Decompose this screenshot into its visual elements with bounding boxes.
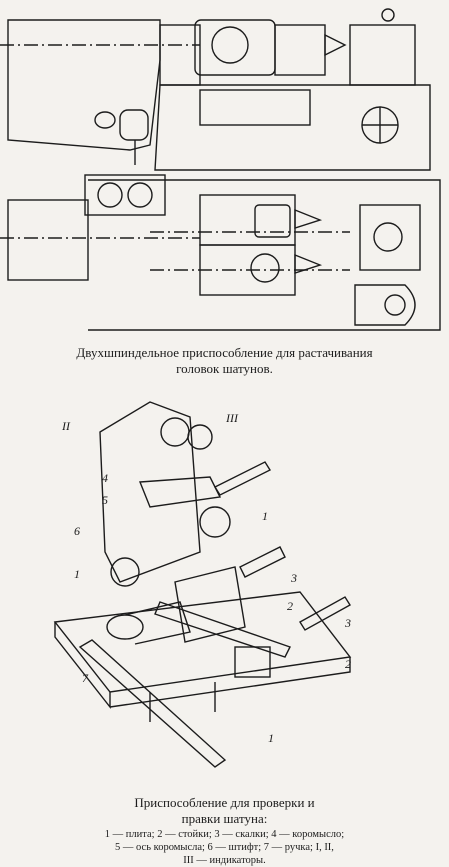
label-4: 4 <box>102 471 108 485</box>
rod-clamp <box>234 646 271 678</box>
belt-drive <box>84 174 166 216</box>
label-1-left: 1 <box>74 567 80 581</box>
label-7: 7 <box>82 671 89 685</box>
workpiece-fixture <box>359 204 421 271</box>
figure-1-caption-line1: Двухшпиндельное приспособление для раста… <box>76 345 373 360</box>
upper-tool <box>294 208 323 229</box>
stand-column <box>174 566 246 643</box>
label-3-bottom: 3 <box>344 616 351 630</box>
base-plate <box>53 591 352 693</box>
figure-1-caption: Двухшпиндельное приспособление для раста… <box>0 345 449 377</box>
figure-1-caption-line2: головок шатунов. <box>176 361 273 376</box>
label-1-right: 1 <box>262 509 268 523</box>
figure-1-drawing <box>0 0 449 340</box>
label-2-top: 2 <box>287 599 293 613</box>
fixture-bracket <box>354 284 416 326</box>
label-6: 6 <box>74 524 80 538</box>
rocker-arm <box>138 476 222 508</box>
side-view-base <box>7 19 161 151</box>
spindle-gear-box <box>274 24 326 76</box>
label-1-bottom: 1 <box>268 731 274 745</box>
legend-line-2: 5 — ось коромысла; 6 — штифт; 7 — ручка;… <box>115 842 334 853</box>
figure-2-drawing: II III 4 5 6 1 1 3 2 3 2 7 1 <box>0 392 449 784</box>
spindle-housing <box>159 24 201 86</box>
label-5: 5 <box>102 493 108 507</box>
figure-2-legend: 1 — плита; 2 — стойки; 3 — скалки; 4 — к… <box>20 828 429 867</box>
motor-housing <box>199 89 311 126</box>
plan-view-frame <box>88 179 441 331</box>
lower-screw-handle <box>299 596 351 631</box>
figure-2-svg: II III 4 5 6 1 1 3 2 3 2 7 1 <box>53 401 352 768</box>
figure-2-caption-line1: Приспособление для проверки и <box>134 795 315 810</box>
label-II: II <box>61 419 71 433</box>
figure-2-caption-line2: правки шатуна: <box>181 811 268 826</box>
figure-1-svg <box>0 8 441 331</box>
filter <box>119 109 149 141</box>
chuck-block <box>349 24 416 86</box>
label-III: III <box>225 411 239 425</box>
vertical-stand <box>99 401 201 583</box>
indicator-1-left-icon <box>110 557 140 587</box>
legend-line-3: III — индикаторы. <box>183 855 266 866</box>
spindle-wheel <box>211 26 249 64</box>
boring-tool <box>324 33 347 57</box>
lever-handle <box>78 639 227 768</box>
legend-line-1: 1 — плита; 2 — стойки; 3 — скалки; 4 — к… <box>104 829 345 840</box>
mandrel-end <box>106 614 144 640</box>
connecting-rod <box>154 601 291 658</box>
plan-view-left-block <box>7 199 89 281</box>
side-view-table <box>154 84 431 171</box>
middle-screw-handle <box>239 546 286 578</box>
label-3-top: 3 <box>290 571 297 585</box>
indicator-1-right-icon <box>199 506 231 538</box>
indicator-II-icon <box>160 417 190 447</box>
upper-screw-handle <box>213 461 272 496</box>
top-knob <box>381 8 395 22</box>
indicator-III-icon <box>187 424 213 450</box>
label-2-bottom: 2 <box>345 657 351 671</box>
figure-2-caption: Приспособление для проверки и правки шат… <box>0 795 449 827</box>
lower-tool <box>294 253 323 274</box>
oil-cup <box>94 111 116 129</box>
